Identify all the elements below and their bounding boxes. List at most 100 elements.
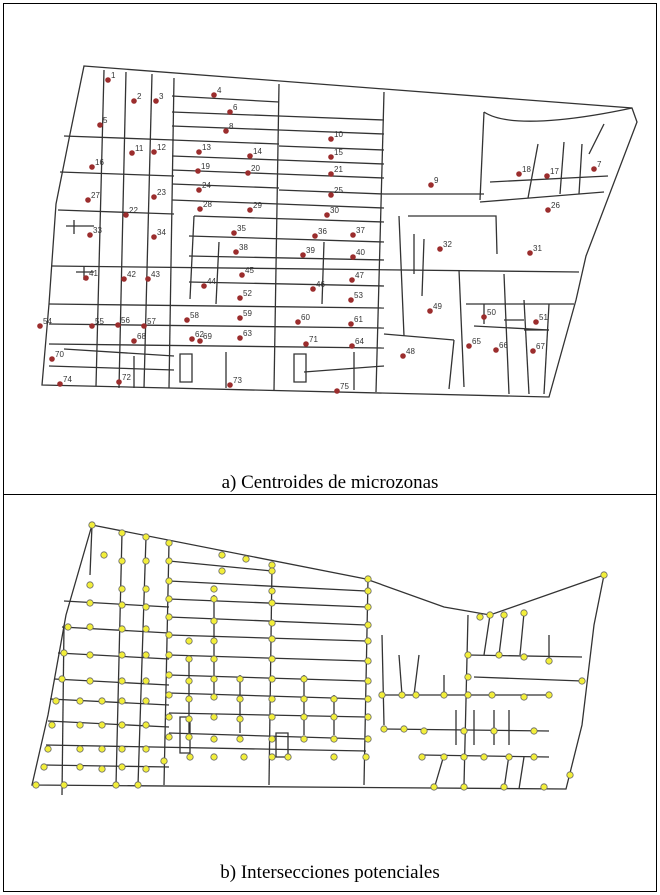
intersection-node — [236, 695, 244, 703]
intersection-node — [530, 727, 538, 735]
centroid-38 — [233, 249, 239, 255]
street-segment — [383, 333, 455, 341]
centroid-21 — [328, 171, 334, 177]
intersection-node — [185, 637, 193, 645]
street-segment — [578, 143, 583, 195]
centroid-label-11: 11 — [135, 144, 144, 153]
intersection-node — [242, 555, 250, 563]
centroid-50 — [481, 314, 487, 320]
intersection-node — [600, 571, 608, 579]
intersection-node — [98, 721, 106, 729]
road-segment — [168, 654, 367, 662]
intersection-node — [464, 673, 472, 681]
centroid-37 — [350, 232, 356, 238]
intersection-node — [210, 595, 218, 603]
intersection-node — [86, 623, 94, 631]
intersection-node — [165, 691, 173, 699]
intersection-node — [440, 753, 448, 761]
intersection-node — [300, 675, 308, 683]
centroid-46 — [310, 286, 316, 292]
centroid-45 — [239, 272, 245, 278]
intersection-node — [364, 657, 372, 665]
centroid-label-28: 28 — [203, 200, 212, 209]
road-segment — [168, 616, 367, 626]
intersection-node — [300, 695, 308, 703]
centroid-11 — [129, 150, 135, 156]
centroid-label-17: 17 — [550, 167, 559, 176]
centroid-label-18: 18 — [522, 165, 531, 174]
intersection-node — [578, 677, 586, 685]
intersection-node — [330, 713, 338, 721]
intersection-node — [210, 675, 218, 683]
intersection-node — [118, 763, 126, 771]
centroid-71 — [303, 341, 309, 347]
intersection-node — [76, 745, 84, 753]
intersection-node — [476, 613, 484, 621]
intersection-node — [118, 601, 126, 609]
centroid-35 — [231, 230, 237, 236]
centroid-13 — [196, 149, 202, 155]
centroid-label-33: 33 — [93, 226, 102, 235]
intersection-node — [364, 695, 372, 703]
centroid-15 — [328, 154, 334, 160]
street-segment — [473, 325, 550, 331]
intersection-node — [364, 713, 372, 721]
street-segment — [171, 139, 280, 145]
centroid-label-59: 59 — [243, 309, 252, 318]
road-segment — [268, 564, 273, 786]
intersection-node — [98, 745, 106, 753]
centroid-39 — [300, 252, 306, 258]
intersection-node — [210, 693, 218, 701]
intersection-node — [210, 713, 218, 721]
road-segment — [433, 754, 445, 790]
intersection-node — [76, 697, 84, 705]
intersection-node — [268, 753, 276, 761]
centroid-40 — [350, 254, 356, 260]
intersection-node — [268, 619, 276, 627]
street-segment — [188, 235, 385, 243]
centroid-44 — [201, 283, 207, 289]
centroid-34 — [151, 234, 157, 240]
intersection-node — [398, 691, 406, 699]
centroid-8 — [223, 128, 229, 134]
centroid-14 — [247, 153, 253, 159]
street-segment — [179, 353, 193, 383]
centroid-label-5: 5 — [103, 116, 108, 125]
centroid-label-25: 25 — [334, 186, 343, 195]
street-segment — [143, 73, 153, 389]
centroid-26 — [545, 207, 551, 213]
intersection-node — [210, 617, 218, 625]
centroid-49 — [427, 308, 433, 314]
road-segment — [518, 756, 525, 790]
road-segment — [63, 600, 170, 608]
street-segment — [421, 238, 425, 297]
centroid-label-75: 75 — [340, 382, 349, 391]
centroid-73 — [227, 382, 233, 388]
centroid-label-10: 10 — [334, 130, 343, 139]
intersection-node — [378, 691, 386, 699]
centroid-69 — [197, 338, 203, 344]
intersection-node — [545, 657, 553, 665]
intersection-node — [142, 745, 150, 753]
centroid-label-61: 61 — [354, 315, 363, 324]
intersection-node — [460, 727, 468, 735]
intersection-node — [418, 753, 426, 761]
centroid-4 — [211, 92, 217, 98]
intersection-node — [364, 575, 372, 583]
centroid-41 — [83, 275, 89, 281]
intersection-node — [142, 765, 150, 773]
intersection-node — [545, 691, 553, 699]
centroid-label-66: 66 — [499, 341, 508, 350]
road-segment — [503, 754, 510, 790]
intersection-node — [236, 715, 244, 723]
road-segment — [519, 612, 525, 656]
intersection-node — [480, 753, 488, 761]
intersection-node — [364, 677, 372, 685]
intersection-node — [118, 625, 126, 633]
intersection-node — [268, 599, 276, 607]
centroid-63 — [237, 335, 243, 341]
centroid-label-3: 3 — [159, 92, 164, 101]
centroid-label-47: 47 — [355, 271, 364, 280]
intersection-node — [364, 587, 372, 595]
intersection-node — [210, 637, 218, 645]
